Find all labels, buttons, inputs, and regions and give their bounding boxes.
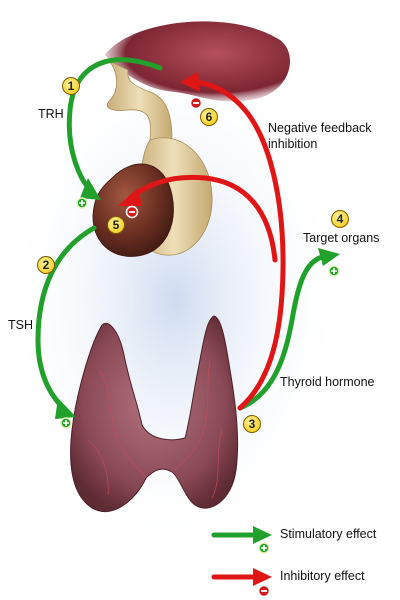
legend-inhibitory-label: Inhibitory effect <box>280 569 365 583</box>
thyroid-gland <box>70 315 239 513</box>
tsh-arrowhead <box>55 398 76 419</box>
legend-stimulatory-arrowhead <box>253 526 272 544</box>
hypothalamus <box>105 21 290 102</box>
minus-icon <box>189 96 203 110</box>
minus-icon <box>257 584 271 598</box>
feedback-to-hypothalamus-arrow <box>193 79 286 411</box>
plus-icon <box>76 197 88 209</box>
pituitary-stalk <box>106 59 173 141</box>
stimulatory-arrowheads <box>55 178 340 544</box>
trh-arrowhead <box>80 178 101 200</box>
negative-feedback-label: Negative feedback inhibition <box>268 121 372 151</box>
minus-icon <box>125 205 139 219</box>
thyroid-hormone-label: Thyroid hormone <box>280 375 375 389</box>
step-badge-1: 1 <box>62 77 80 95</box>
step-badge-2: 2 <box>37 256 55 274</box>
trh-arrow <box>66 57 163 195</box>
inhibitory-arrowheads <box>118 72 272 586</box>
step-badge-4: 4 <box>331 210 349 228</box>
step-badge-3: 3 <box>243 415 261 433</box>
trh-label: TRH <box>38 107 64 121</box>
step-badge-5: 5 <box>107 216 125 234</box>
tsh-arrow <box>35 225 97 413</box>
inhibitory-arrows <box>127 79 286 580</box>
step-badge-6: 6 <box>200 108 218 126</box>
tsh-label: TSH <box>8 318 33 332</box>
legend-stimulatory-label: Stimulatory effect <box>280 527 377 541</box>
plus-icons <box>60 197 340 554</box>
stimulatory-arrows <box>35 57 325 538</box>
target-organs-label: Target organs <box>303 231 380 245</box>
thyroid-vessels <box>87 359 223 499</box>
hypothalamus-arrowhead <box>180 72 200 92</box>
plus-icon <box>328 265 340 277</box>
legend-inhibitory-arrowhead <box>253 568 272 586</box>
target-organs-arrowhead <box>318 248 340 266</box>
feedback-to-pituitary-arrow <box>127 174 278 263</box>
target-organs-arrow <box>237 254 325 411</box>
pituitary-arrowhead <box>118 188 142 206</box>
plus-icon <box>258 542 270 554</box>
plus-icon <box>60 417 72 429</box>
minus-icons <box>125 96 271 598</box>
